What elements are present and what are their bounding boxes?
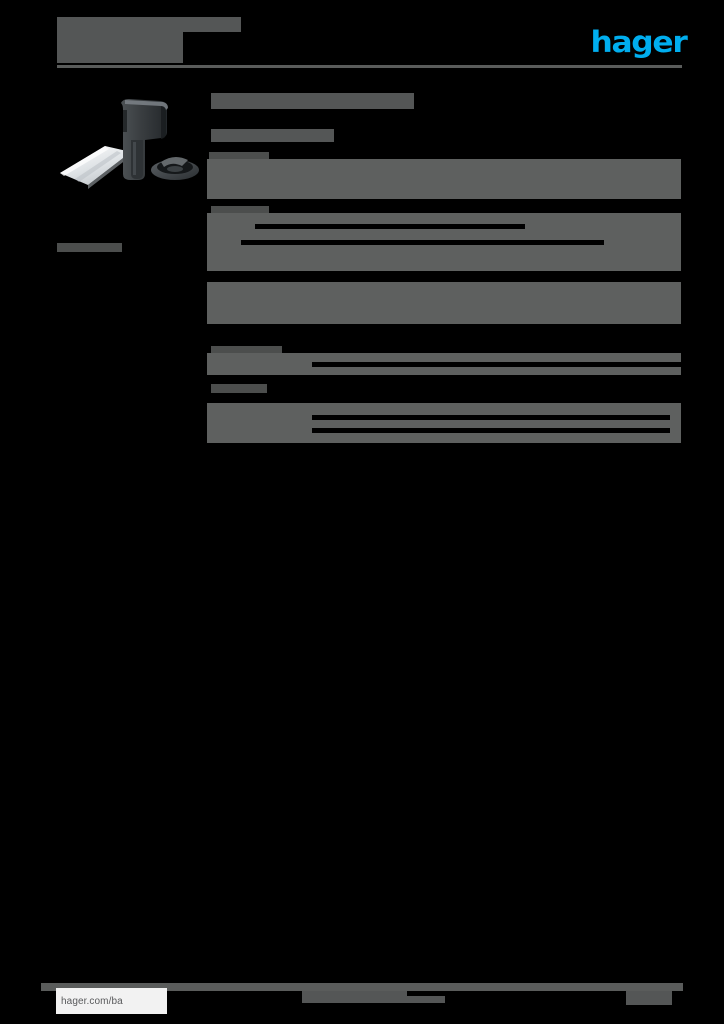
page-header: hager: [0, 0, 724, 78]
section-4-body: [207, 403, 681, 443]
section-4-gap-2: [312, 428, 670, 433]
footer-url-text[interactable]: hager.com/ba: [61, 995, 123, 1007]
header-title-line-2: [57, 32, 183, 48]
section-4-gap-1: [312, 415, 670, 420]
section-2-heading: [211, 206, 269, 215]
footer-center-text-b: [407, 996, 445, 1003]
hager-wordmark: hager: [589, 24, 687, 59]
section-2-gap-3: [264, 274, 681, 280]
footer-url-box[interactable]: hager.com/ba: [56, 988, 167, 1014]
section-2-body-row-1: [207, 213, 681, 232]
product-base: [151, 156, 199, 180]
section-2-body-row-3: [207, 250, 681, 271]
section-1-heading: [209, 152, 269, 161]
section-4-heading: [211, 384, 267, 393]
footer-right-text: [626, 991, 672, 1005]
header-title-line-3: [57, 48, 183, 63]
section-3-heading: [211, 346, 282, 355]
product-body: [121, 99, 168, 180]
footer-divider: [41, 983, 683, 991]
product-title: [211, 93, 414, 109]
section-1-body: [207, 159, 681, 199]
section-2-body-row-4: [207, 282, 681, 324]
product-photo: [57, 86, 205, 192]
section-3-gap: [312, 362, 681, 367]
section-2-gap-2: [241, 240, 604, 245]
section-2-gap-1: [255, 224, 525, 229]
product-subtitle: [211, 129, 334, 142]
product-plate: [60, 146, 131, 189]
sidebar-label: [57, 243, 122, 252]
hager-logo: hager: [589, 24, 687, 59]
header-title-line-1: [57, 17, 241, 32]
footer-center-text-a: [302, 991, 407, 1003]
header-divider: [57, 65, 682, 68]
